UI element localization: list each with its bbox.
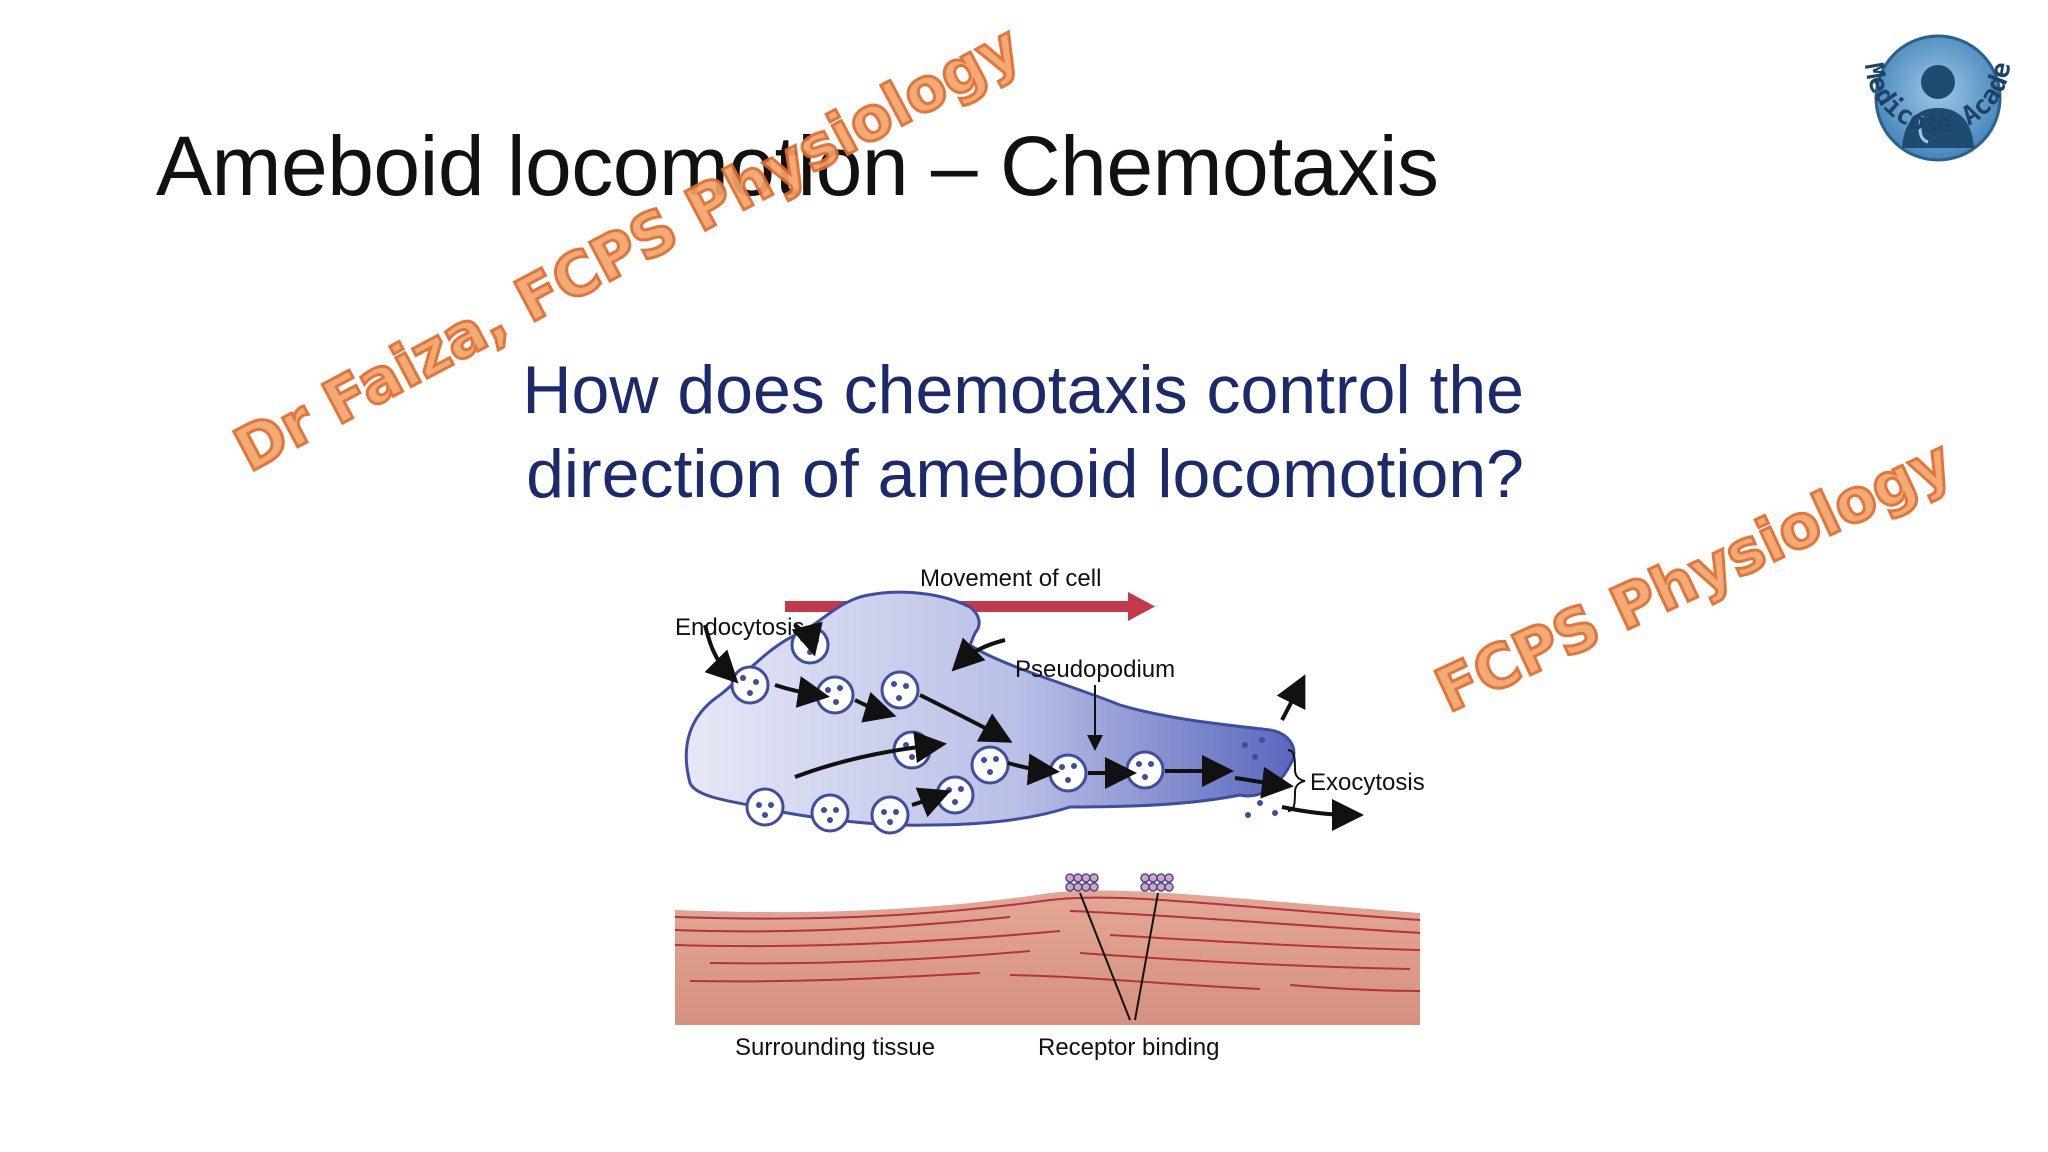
endocytosis-label: Endocytosis (675, 614, 804, 641)
medicose-academics-logo: Medicose Academics (1830, 20, 2017, 162)
pseudopodium-label: Pseudopodium (1015, 656, 1175, 683)
exocytosis-brace (1287, 749, 1306, 812)
receptor-binding-label: Receptor binding (1038, 1034, 1219, 1061)
receptor-clusters (1065, 873, 1174, 892)
slide-title: Ameboid locomotion – Chemotaxis (156, 119, 1439, 213)
ameboid-cell-figure: Movement of cell (674, 565, 1425, 1061)
question-line-2: direction of ameboid locomotion? (526, 436, 1524, 512)
exocytosis-label: Exocytosis (1310, 769, 1425, 796)
surrounding-tissue-label: Surrounding tissue (735, 1034, 935, 1061)
movement-label: Movement of cell (920, 565, 1101, 592)
question-text: How does chemotaxis control the directio… (444, 348, 1524, 516)
doctor-avatar-icon (1902, 65, 1974, 148)
surrounding-tissue (674, 890, 1421, 1025)
flow-arrows (703, 621, 1364, 831)
question-line-1: How does chemotaxis control the (522, 352, 1524, 428)
receptor-pointers (1079, 892, 1159, 1021)
